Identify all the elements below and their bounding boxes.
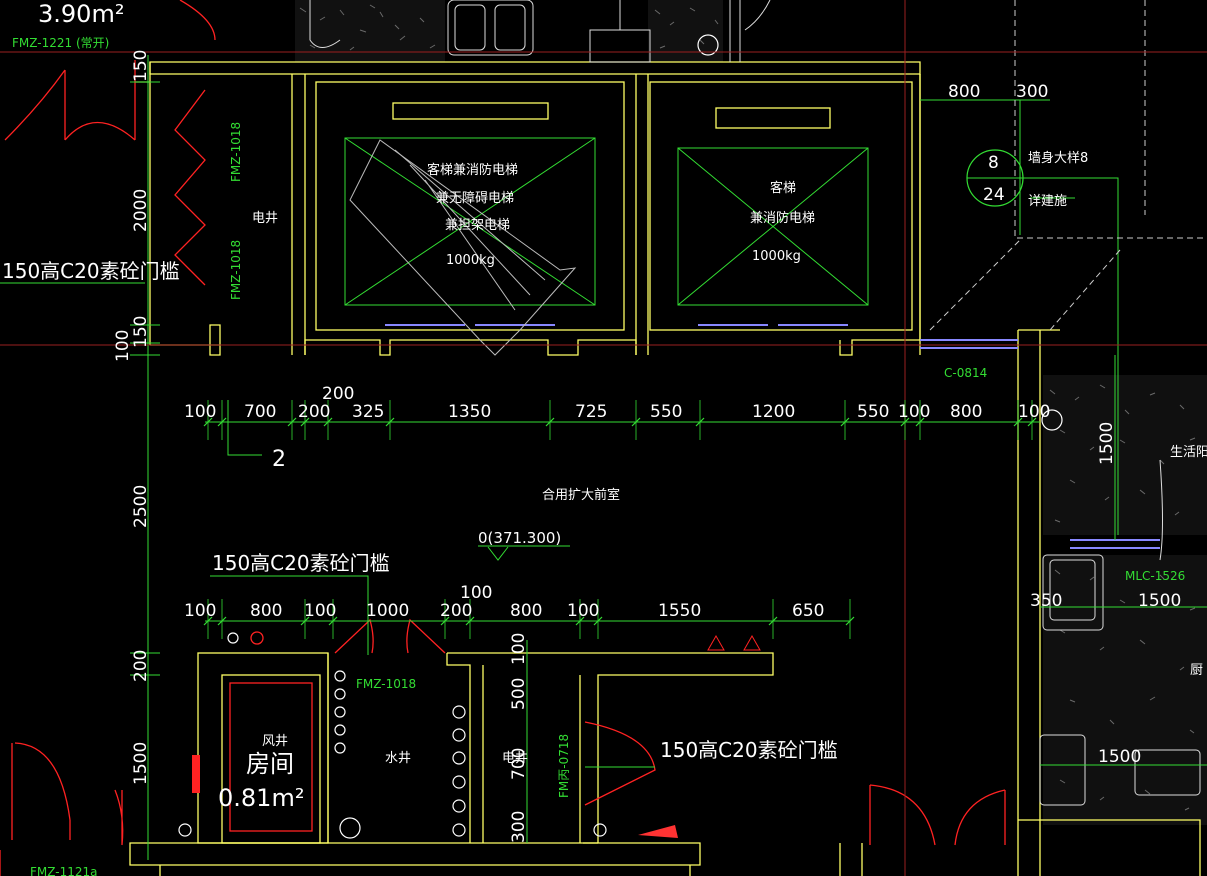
balcony-label: 生活阳: [1170, 445, 1207, 460]
elevator2-line2: 兼消防电梯: [750, 210, 815, 226]
dim-top-right-1: 300: [1016, 82, 1048, 102]
dim-left-2500: 2500: [131, 485, 151, 528]
elevation-label: 0(371.300): [478, 529, 561, 547]
door-fm0718: FM丙-0718: [557, 734, 571, 798]
stretcher-outline: [349, 139, 577, 356]
dim-shaft-500: 500: [509, 678, 529, 710]
dim-top-1: 700: [244, 402, 276, 422]
hatch-top-center: [295, 0, 445, 62]
elevator2-load: 1000kg: [752, 249, 801, 264]
dim-bottom-6: 100: [567, 601, 599, 621]
dim-right-350: 350: [1030, 591, 1062, 611]
door-fmz1221: FMZ-1221 (常开): [12, 36, 109, 50]
dim-top-2: 200: [298, 402, 330, 422]
hatch-top-right: [648, 0, 723, 62]
dim-row-bottom: 100 800 100 1000 200 800 100 1550 650 10…: [184, 583, 824, 621]
dim-top-7: 1200: [752, 402, 795, 422]
dim-left-100: 100: [113, 330, 133, 362]
hidden-lines: [929, 0, 1207, 331]
elec-shaft-bottom: 电井: [502, 751, 528, 766]
door-mlc1526: MLC-1526: [1125, 569, 1185, 583]
red-markers: [192, 631, 761, 838]
dim-right-1500-a: 1500: [1097, 422, 1117, 465]
door-fmz1018-c: FMZ-1018: [356, 677, 416, 691]
dim-top-0: 100: [184, 402, 216, 422]
dim-right-1500-b: 1500: [1138, 591, 1181, 611]
elevator2-line1: 客梯: [770, 180, 796, 196]
dim-bottom-3: 1000: [366, 601, 409, 621]
dim-left-2000: 2000: [131, 189, 151, 232]
sill-note-1: 150高C20素砼门槛: [2, 259, 180, 283]
dim-right-1500-c: 1500: [1098, 747, 1141, 767]
elevator-2-counterweight: [715, 107, 831, 129]
dim-top-4: 1350: [448, 402, 491, 422]
dim-top-right-0: 800: [948, 82, 980, 102]
dim-bottom-5: 800: [510, 601, 542, 621]
door-fmz1018-a: FMZ-1018: [229, 122, 243, 182]
elevator-1-car: [344, 137, 596, 306]
elevator-door-sills: [385, 324, 1160, 549]
elevator1-line1: 客梯兼消防电梯: [427, 162, 518, 178]
fixtures-top: [309, 0, 771, 63]
dim-top-6: 550: [650, 402, 682, 422]
dim-row-top: 100 700 200 325 1350 725 550 1200 550 10…: [184, 384, 1050, 422]
dim-top-extra: 200: [322, 384, 354, 404]
dimension-ticks: [203, 400, 1037, 639]
elevator1-load: 1000kg: [446, 253, 495, 268]
area-label-top: 3.90m²: [38, 0, 124, 28]
door-swings: [0, 0, 1006, 876]
elevator-2-car: [677, 147, 869, 306]
elec-shaft-top: 电井: [252, 211, 278, 226]
detail-ref-bottom: 24: [983, 185, 1005, 205]
room-area: 0.81m²: [218, 784, 304, 812]
dim-bottom-0: 100: [184, 601, 216, 621]
detail-note-2: 详建施: [1028, 194, 1067, 209]
dim-top-10: 800: [950, 402, 982, 422]
dim-shaft-100: 100: [509, 633, 529, 665]
kitchen-label: 厨: [1190, 663, 1203, 678]
sill-note-3: 150高C20素砼门槛: [660, 738, 838, 762]
dim-bottom-7: 1550: [658, 601, 701, 621]
dim-shaft-700: 700: [509, 748, 529, 780]
pipe-circles: [178, 34, 1063, 839]
dim-top-9: 100: [898, 402, 930, 422]
dim-left-150-a: 150: [131, 50, 151, 82]
sill-note-2: 150高C20素砼门槛: [212, 551, 390, 575]
hatch-right-balcony: [1043, 375, 1207, 535]
dim-left-1500: 1500: [131, 742, 151, 785]
door-fmz1121: FMZ-1121a: [30, 865, 98, 876]
dim-shaft-300: 300: [509, 811, 529, 843]
dim-bottom-1: 800: [250, 601, 282, 621]
lobby-label: 合用扩大前室: [542, 487, 620, 503]
grid-mark-2: 2: [272, 447, 286, 472]
wind-shaft: 风井: [262, 734, 288, 749]
dim-bottom-extra: 100: [460, 583, 492, 603]
elevator-1-counterweight: [392, 102, 549, 120]
dim-top-11: 100: [1018, 402, 1050, 422]
dim-top-3: 325: [352, 402, 384, 422]
dim-bottom-4: 200: [440, 601, 472, 621]
dim-bottom-2: 100: [304, 601, 336, 621]
detail-ref-top: 8: [988, 153, 999, 173]
dim-left-200: 200: [131, 650, 151, 682]
hatch-right-kitchen: [1043, 555, 1207, 825]
window-c0814: C-0814: [944, 366, 987, 380]
detail-note-1: 墙身大样8: [1028, 150, 1088, 166]
door-fmz1018-b: FMZ-1018: [229, 240, 243, 300]
dimension-lines: [0, 55, 1207, 860]
dim-top-8: 550: [857, 402, 889, 422]
fixtures-right: [1039, 459, 1201, 806]
water-shaft: 水井: [385, 751, 411, 766]
room-label: 房间: [246, 750, 294, 778]
elevator1-line3: 兼担架电梯: [445, 218, 510, 233]
dim-top-5: 725: [575, 402, 607, 422]
dim-left-150-b: 150: [131, 316, 151, 348]
dim-bottom-8: 650: [792, 601, 824, 621]
elevator1-line2: 兼无障碍电梯: [436, 191, 514, 206]
